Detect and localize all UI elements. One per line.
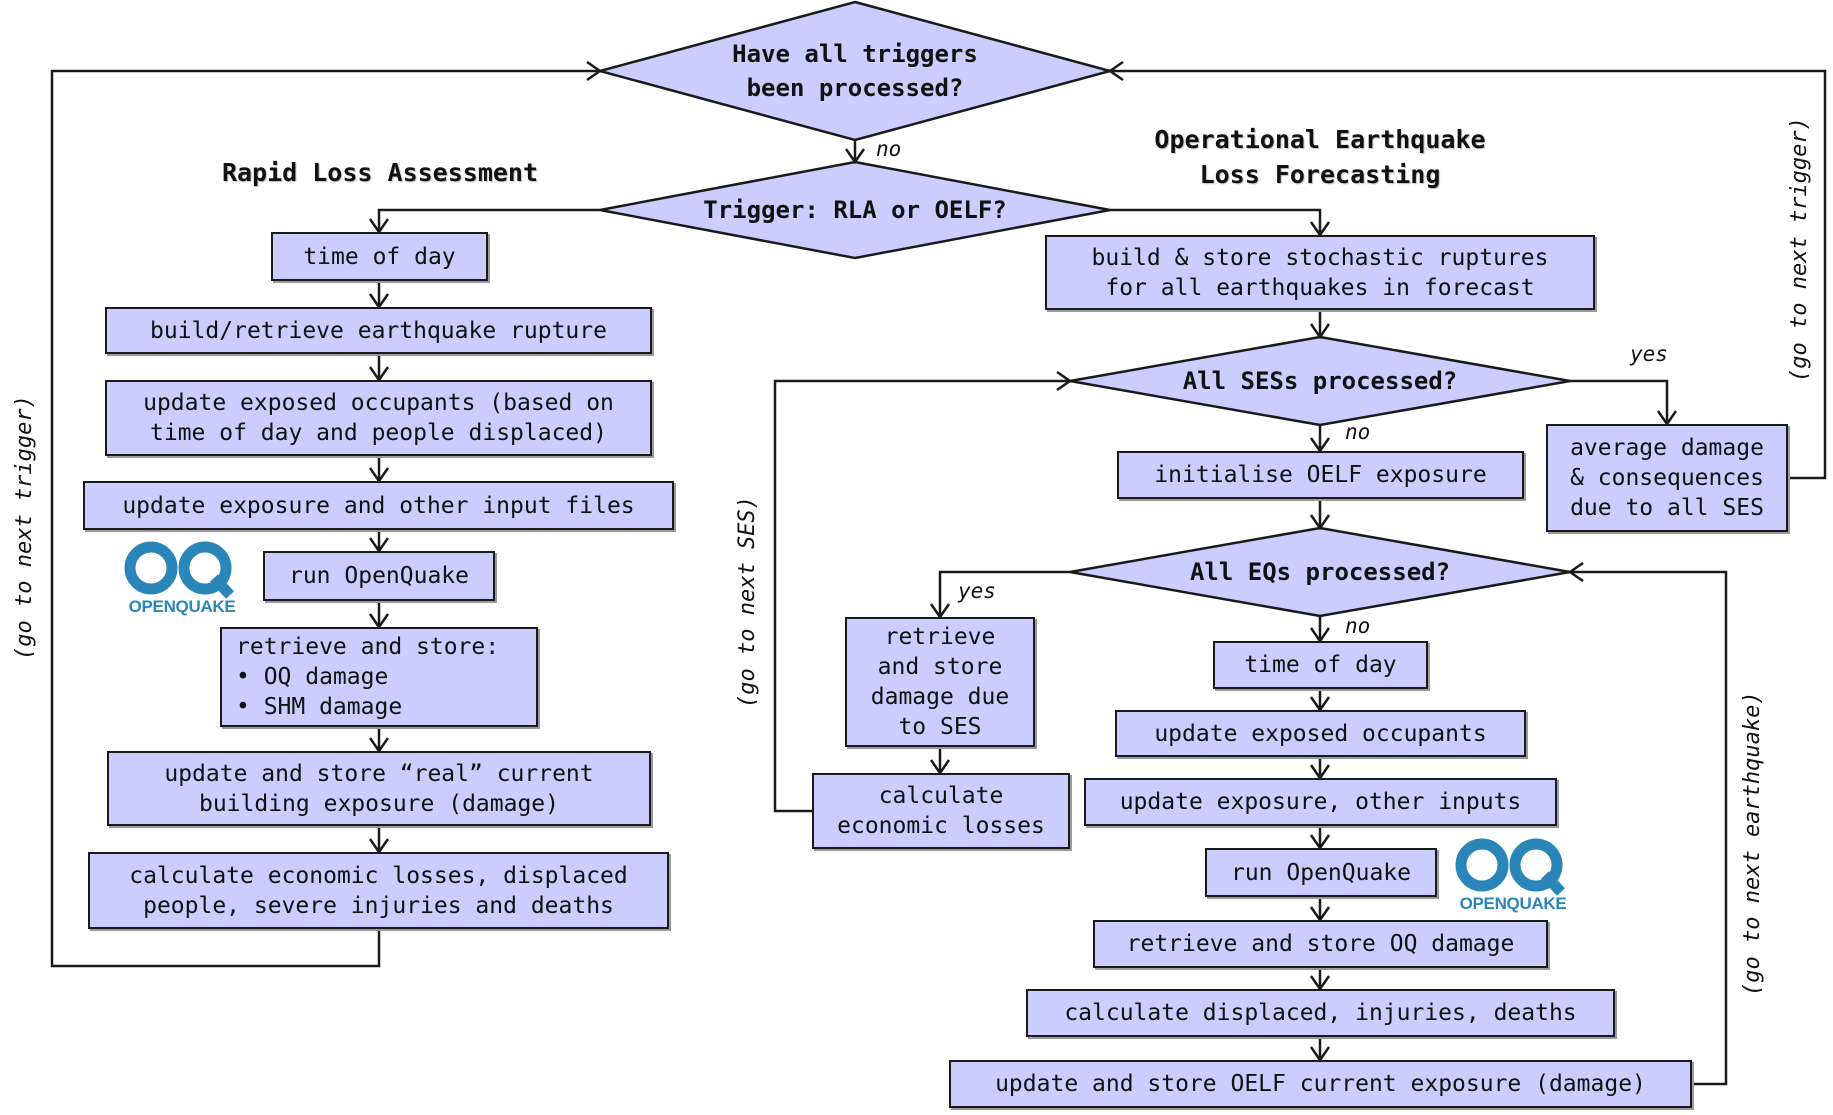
connector-eq-loop bbox=[1570, 570, 1728, 1086]
heading-operational-earthquake-loss-forecasting: Operational Earthquake Loss Forecasting bbox=[1154, 125, 1486, 189]
flag-no-all-triggers: no bbox=[876, 137, 902, 161]
oelf-average-damage-box: average damage & consequences due to all… bbox=[1546, 424, 1788, 532]
openquake-logo-text-oelf: OPENQUAKE bbox=[1459, 894, 1567, 913]
rla-build-rupture-box: build/retrieve earthquake rupture bbox=[105, 307, 652, 354]
flag-yes-all-ses: yes bbox=[1630, 342, 1668, 366]
rla-update-occupants-box: update exposed occupants (based on time … bbox=[105, 380, 652, 456]
decision-trigger-type-diamond bbox=[599, 160, 1111, 260]
flag-yes-all-eqs: yes bbox=[958, 579, 996, 603]
rla-time-of-day-box: time of day bbox=[271, 232, 488, 281]
rla-run-openquake-box: run OpenQuake bbox=[263, 551, 495, 601]
connector-average-loop bbox=[1110, 69, 1827, 480]
label-go-to-next-ses: (go to next SES) bbox=[735, 496, 760, 708]
label-go-to-next-trigger-right: (go to next trigger) bbox=[1787, 117, 1812, 382]
arrow-eq-loop bbox=[1567, 561, 1584, 583]
label-go-to-next-trigger-left: (go to next trigger) bbox=[12, 395, 37, 660]
openquake-logo-oelf: OPENQUAKE bbox=[1453, 838, 1573, 916]
rla-calculate-losses-box: calculate economic losses, displaced peo… bbox=[88, 852, 669, 929]
openquake-logo-text-rla: OPENQUAKE bbox=[128, 597, 236, 616]
oelf-build-store-ruptures-box: build & store stochastic ruptures for al… bbox=[1045, 235, 1595, 310]
connector-ses-loop bbox=[773, 379, 1070, 813]
connector-to-oelf bbox=[1110, 208, 1322, 235]
oelf-initialise-exposure-box: initialise OELF exposure bbox=[1117, 451, 1524, 499]
oelf-run-openquake-box: run OpenQuake bbox=[1205, 848, 1437, 897]
openquake-logo-mark-oelf bbox=[1455, 838, 1566, 896]
arrow-ruptures-ses bbox=[1309, 323, 1331, 340]
arrow-triggers-no bbox=[844, 148, 866, 165]
arrow-ses-loop bbox=[1056, 370, 1073, 392]
openquake-logo-rla: OPENQUAKE bbox=[122, 541, 242, 619]
heading-rapid-loss-assessment: Rapid Loss Assessment bbox=[221, 158, 539, 187]
rla-retrieve-store-box: retrieve and store: • OQ damage • SHM da… bbox=[220, 627, 538, 727]
oelf-retrieve-ses-damage-box: retrieve and store damage due to SES bbox=[845, 617, 1035, 747]
oelf-calculate-economic-losses-box: calculate economic losses bbox=[812, 773, 1070, 849]
oelf-retrieve-oq-damage-box: retrieve and store OQ damage bbox=[1093, 920, 1548, 968]
connector-to-rla bbox=[377, 208, 600, 232]
flag-no-all-eqs: no bbox=[1345, 614, 1371, 638]
rla-update-exposure-box: update exposure and other input files bbox=[83, 481, 674, 530]
decision-all-ses-label: All SESs processed? bbox=[1182, 367, 1458, 395]
decision-all-eqs-label: All EQs processed? bbox=[1189, 558, 1451, 586]
label-go-to-next-earthquake: (go to next earthquake) bbox=[1740, 691, 1765, 996]
rla-update-real-exposure-box: update and store “real” current building… bbox=[107, 751, 651, 826]
connector-eqs-yes bbox=[938, 570, 1070, 617]
arrow-average-loop bbox=[1107, 60, 1124, 82]
openquake-logo-mark-rla bbox=[124, 541, 235, 599]
decision-trigger-type-label: Trigger: RLA or OELF? bbox=[703, 196, 1007, 224]
arrow-init-eqs bbox=[1309, 514, 1331, 531]
oelf-calculate-displaced-box: calculate displaced, injuries, deaths bbox=[1026, 989, 1615, 1037]
oelf-update-exposure-box: update exposure, other inputs bbox=[1084, 778, 1557, 826]
oelf-update-store-exposure-box: update and store OELF current exposure (… bbox=[949, 1060, 1692, 1108]
arrow-rla-loop bbox=[586, 60, 603, 82]
flag-no-all-ses: no bbox=[1345, 420, 1371, 444]
connector-ses-yes bbox=[1570, 379, 1669, 424]
oelf-time-of-day-box: time of day bbox=[1213, 641, 1428, 689]
connector-rla-loop bbox=[50, 69, 600, 968]
oelf-update-occupants-box: update exposed occupants bbox=[1115, 710, 1526, 757]
decision-all-triggers-label: Have all triggers been processed? bbox=[732, 40, 978, 102]
